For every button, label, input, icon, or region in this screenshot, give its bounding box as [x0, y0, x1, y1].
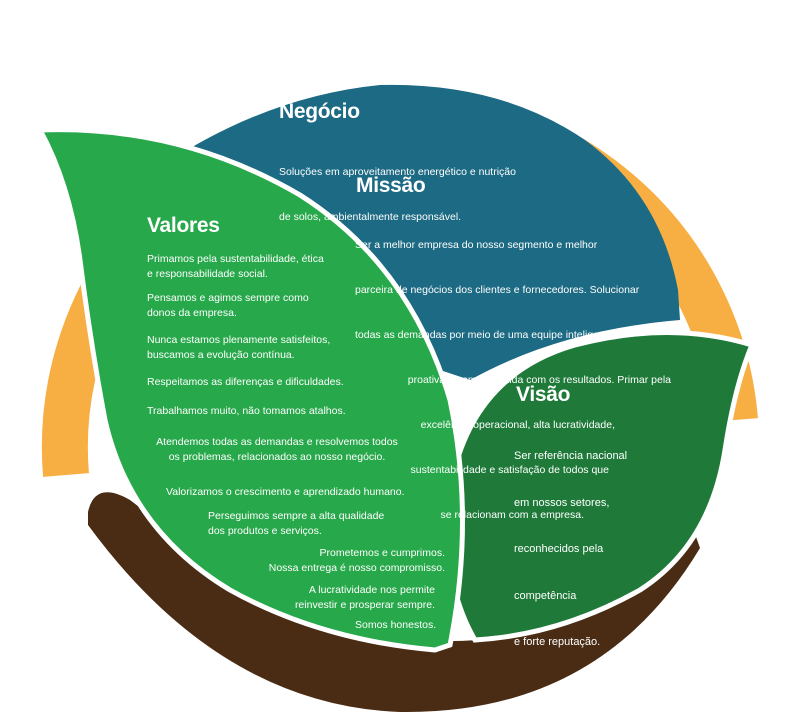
valores-item: Perseguimos sempre a alta qualidade dos …	[208, 510, 385, 537]
valores-item: Valorizamos o crescimento e aprendizado …	[166, 486, 405, 498]
missao-line: parceira de negócios dos clientes e forn…	[355, 284, 640, 296]
visao-line: em nossos setores,	[514, 496, 610, 509]
negocio-line: Soluções em aproveitamento energético e …	[279, 166, 516, 178]
missao-title: Missão	[356, 174, 426, 197]
visao-line: reconhecidos pela	[514, 543, 604, 555]
brown-ring	[88, 492, 700, 713]
visao-text: Ser referência nacional em nossos setore…	[514, 418, 627, 666]
missao-line: todas as demandas por meio de uma equipe…	[355, 329, 617, 341]
visao-line: competência	[514, 589, 577, 602]
negocio-line: de solos, ambientalmente responsável.	[279, 211, 462, 223]
negocio-text: Soluções em aproveitamento energético e …	[279, 135, 516, 240]
valores-title: Valores	[147, 214, 220, 237]
missao-line: proativa e comprometida com os resultado…	[407, 374, 671, 386]
valores-item: Trabalhamos muito, não tomamos atalhos.	[147, 405, 346, 417]
missao-line: excelência operacional, alta lucrativida…	[420, 419, 615, 431]
negocio-title: Negócio	[279, 100, 360, 123]
visao-line: e forte reputação.	[514, 636, 601, 648]
valores-item: Nunca estamos plenamente satisfeitos, bu…	[147, 334, 331, 361]
valores-item: Respeitamos as diferenças e dificuldades…	[147, 376, 344, 388]
visao-line: Ser referência nacional	[514, 450, 628, 462]
missao-line: Ser a melhor empresa do nosso segmento e…	[355, 239, 598, 251]
missao-line: sustentabilidade e satisfação de todos q…	[410, 464, 609, 476]
valores-item: Primamos pela sustentabilidade, ética e …	[147, 253, 324, 280]
valores-item: Atendemos todas as demandas e resolvemos…	[156, 436, 398, 463]
missao-text: Ser a melhor empresa do nosso segmento e…	[355, 208, 671, 538]
valores-item: Pensamos e agimos sempre como donos da e…	[147, 292, 309, 319]
visao-title: Visão	[516, 383, 571, 406]
valores-leaf	[35, 127, 465, 653]
visao-leaf	[445, 330, 756, 643]
negocio-region	[187, 84, 680, 380]
valores-item: A lucratividade nos permite reinvestir e…	[294, 584, 435, 611]
missao-line: se relacionam com a empresa.	[440, 509, 584, 521]
valores-item: Prometemos e cumprimos. Nossa entrega é …	[268, 547, 445, 574]
valores-item: Somos honestos.	[355, 619, 437, 631]
